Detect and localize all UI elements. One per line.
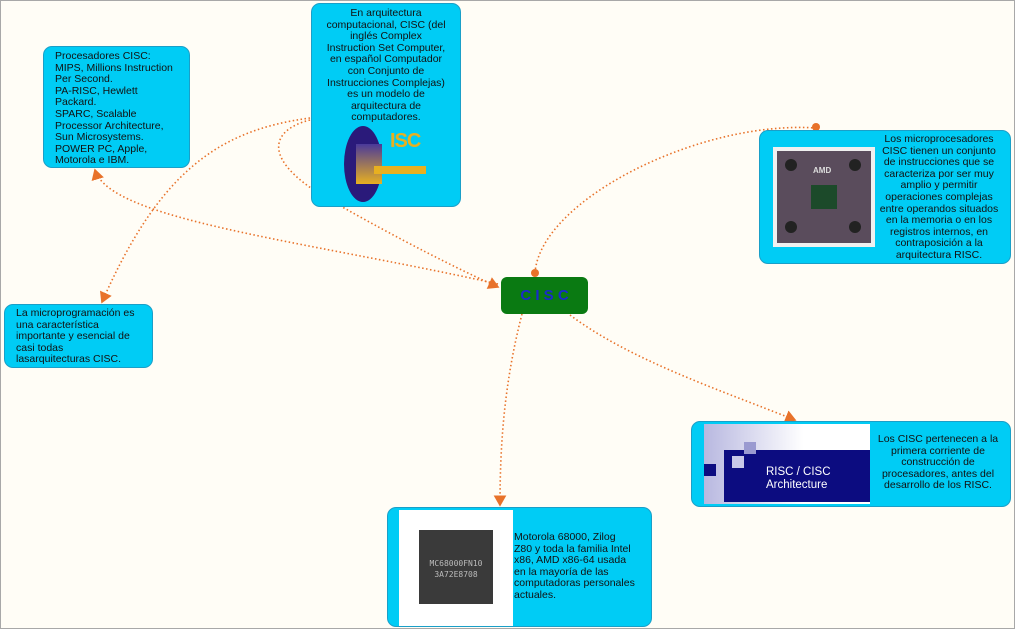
node-microprogramming[interactable]: La microprogramación es una característi…	[4, 304, 153, 368]
central-node-label: C I S C	[520, 287, 569, 304]
cisc-logo: ISC	[344, 126, 434, 204]
node-examples[interactable]: MC68000FN10 3A72E8708 Motorola 68000, Zi…	[387, 507, 652, 627]
node-processors-text: Procesadores CISC: MIPS, Millions Instru…	[55, 50, 173, 167]
node-microprogramming-text: La microprogramación es una característi…	[16, 307, 135, 366]
motorola-chip-image: MC68000FN10 3A72E8708	[399, 510, 513, 626]
node-history-text: Los CISC pertenecen a la primera corrien…	[877, 433, 999, 492]
link-cisc-to-examples	[493, 313, 523, 507]
chip-marking-1: MC68000FN10	[429, 559, 483, 568]
chip-marking-2: 3A72E8708	[434, 570, 478, 579]
link-cisc-to-processors	[91, 168, 499, 285]
slide-title: RISC / CISC Architecture	[766, 466, 831, 491]
node-examples-text: Motorola 68000, Zilog Z80 y toda la fami…	[514, 531, 635, 601]
node-instructions-text: Los microprocesadores CISC tienen un con…	[879, 133, 999, 261]
link-cisc-to-instructions	[534, 126, 817, 274]
risc-cisc-slide-image: RISC / CISC Architecture	[704, 424, 870, 504]
node-instructions[interactable]: AMD Los microprocesadores CISC tienen un…	[759, 130, 1011, 264]
link-dot	[812, 123, 820, 131]
logo-text: ISC	[390, 130, 421, 152]
link-cisc-to-history	[569, 314, 797, 423]
node-definition[interactable]: En arquitectura computacional, CISC (del…	[311, 3, 461, 207]
node-definition-text: En arquitectura computacional, CISC (del…	[326, 7, 446, 124]
central-node-cisc[interactable]: C I S C	[501, 277, 588, 314]
amd-chip-image: AMD	[773, 147, 875, 247]
node-history[interactable]: RISC / CISC Architecture Los CISC perten…	[691, 421, 1011, 507]
link-dot	[531, 269, 539, 277]
node-processors[interactable]: Procesadores CISC: MIPS, Millions Instru…	[43, 46, 190, 168]
amd-label: AMD	[813, 166, 832, 175]
